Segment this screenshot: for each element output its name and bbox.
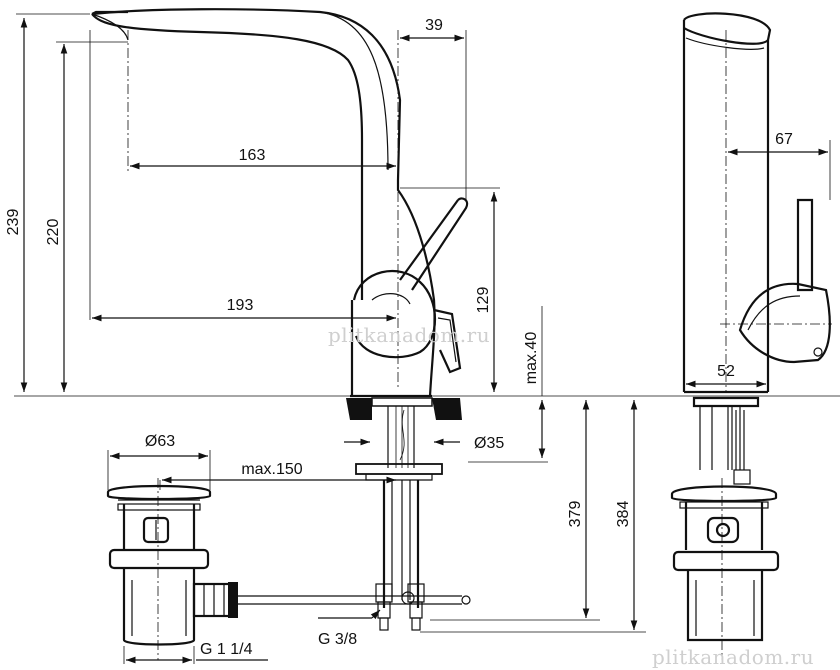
label-52: 52 bbox=[717, 363, 735, 380]
dimension-labels: 239 220 163 39 193 129 max.40 Ø35 Ø63 ma… bbox=[5, 17, 793, 658]
pop-up-rod bbox=[236, 595, 471, 605]
label-193: 193 bbox=[227, 297, 254, 314]
label-239: 239 bbox=[5, 209, 22, 236]
pop-up-drain-side-view bbox=[106, 484, 238, 646]
label-384: 384 bbox=[615, 501, 632, 528]
faucet-front-view bbox=[682, 12, 831, 485]
watermark-center: plitkanadom.ru bbox=[328, 323, 490, 347]
label-129: 129 bbox=[475, 287, 492, 314]
mounting-gasket bbox=[346, 397, 462, 420]
watermark-corner: plitkanadom.ru bbox=[652, 645, 814, 669]
label-diameter-63: Ø63 bbox=[145, 433, 175, 450]
center-lines bbox=[127, 30, 832, 660]
label-163: 163 bbox=[239, 147, 266, 164]
label-g-3-8: G 3/8 bbox=[318, 631, 357, 648]
label-max150: max.150 bbox=[241, 461, 302, 478]
label-g-1-1-4: G 1 1/4 bbox=[200, 641, 253, 658]
label-diameter-35: Ø35 bbox=[474, 435, 504, 452]
pop-up-drain-front-view bbox=[670, 485, 780, 642]
label-220: 220 bbox=[45, 219, 62, 246]
label-67: 67 bbox=[775, 131, 793, 148]
mounting-shank bbox=[355, 406, 443, 631]
dimension-lines bbox=[14, 13, 840, 664]
label-max40: max.40 bbox=[523, 332, 540, 385]
label-39: 39 bbox=[425, 17, 443, 34]
label-379: 379 bbox=[567, 501, 584, 528]
